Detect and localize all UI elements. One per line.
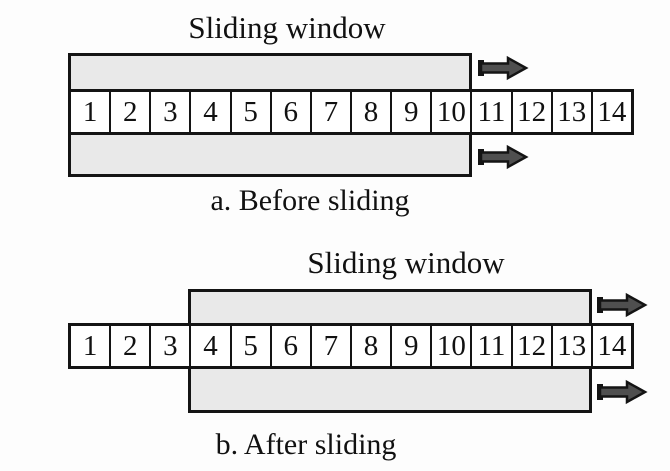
slide-right-arrow-icon (597, 292, 648, 318)
slide-right-arrow-icon (597, 379, 648, 405)
window-title-a: Sliding window (188, 10, 386, 45)
sequence-cell: 12 (510, 326, 551, 366)
sequence-cell: 11 (470, 326, 510, 366)
sequence-cell: 4 (189, 92, 229, 132)
sequence-cell: 8 (349, 92, 390, 132)
slide-right-arrow-icon (478, 144, 529, 170)
sequence-cell: 11 (470, 92, 510, 132)
sequence-cell: 3 (149, 92, 189, 132)
slide-right-arrow-icon (478, 55, 529, 81)
sequence-cell: 2 (109, 92, 149, 132)
window-title-b: Sliding window (307, 245, 505, 280)
sequence-cell: 8 (349, 326, 390, 366)
sequence-cell: 12 (510, 92, 551, 132)
sequence-cell: 4 (189, 326, 229, 366)
caption-a: a. Before sliding (210, 184, 410, 217)
sequence-cell: 5 (229, 92, 270, 132)
sequence-cell: 1 (82, 95, 98, 128)
sequence-cell: 9 (390, 92, 430, 132)
sequence-cell: 9 (390, 326, 430, 366)
sequence-cell: 10 (430, 326, 470, 366)
sequence-cell: 7 (309, 326, 350, 366)
sequence-cell: 1 (82, 329, 98, 362)
sequence-cell: 13 (550, 92, 591, 132)
sequence-cell: 2 (109, 326, 149, 366)
sequence-cell: 6 (269, 92, 310, 132)
sequence-cell: 10 (430, 92, 470, 132)
sequence-cell: 13 (550, 326, 591, 366)
sequence-cell: 5 (229, 326, 270, 366)
sequence-cell: 3 (149, 326, 189, 366)
sequence-cell: 6 (269, 326, 310, 366)
sequence-cell: 14 (590, 326, 631, 366)
caption-b: b. After sliding (215, 428, 397, 461)
sequence-cell: 14 (590, 92, 631, 132)
sequence-cell: 7 (309, 92, 350, 132)
